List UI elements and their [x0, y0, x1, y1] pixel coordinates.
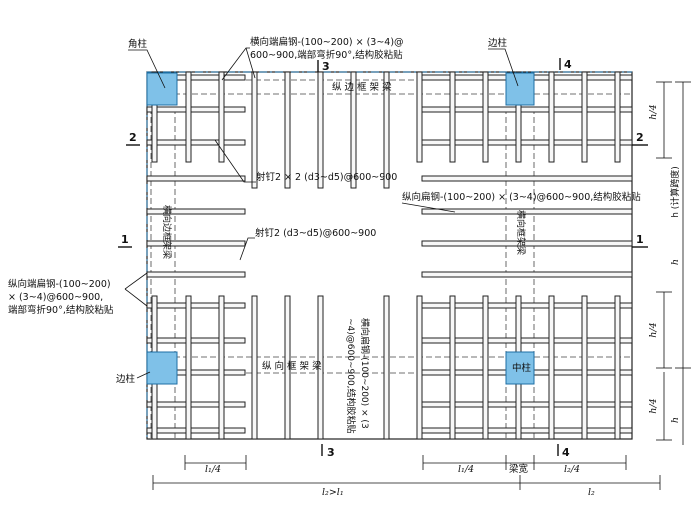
strip — [146, 401, 246, 408]
strip — [614, 71, 621, 163]
dim-h4-mid: h/4 — [648, 322, 659, 337]
strip — [416, 71, 423, 163]
transverse-steel-text-1: 横向扁钢-(100~200) × (3 — [359, 318, 371, 429]
edge-column-left-label: 边柱 — [116, 373, 136, 385]
bottom-dimensions: l₁/4 l₁/4 梁宽 l₂/4 l₂>l₁ l₂ — [152, 455, 661, 498]
edge-column-top-label: 边柱 — [488, 37, 508, 49]
strip — [317, 71, 324, 189]
strip — [350, 71, 357, 189]
middle-column-label: 中柱 — [512, 362, 532, 374]
nail-top-text: 射钉2 × 2 (d3~d5)@600~900 — [256, 171, 397, 183]
transverse-end-steel-text-1: 横向端扁钢-(100~200) × (3~4)@ — [250, 36, 404, 48]
dim-h4-top: h/4 — [648, 104, 659, 119]
strip — [482, 71, 489, 163]
dim-l2-4: l₂/4 — [564, 464, 580, 475]
section-2-right: 2 — [636, 131, 644, 144]
dim-h-span: h (计算跨度) — [669, 166, 681, 218]
long-edge-beam-label: 纵 边 框 架 梁 — [332, 81, 392, 93]
strip — [449, 295, 456, 440]
transverse-end-steel-text-2: 600~900,端部弯折90°,结构胶粘贴 — [250, 49, 403, 61]
strip — [581, 295, 588, 440]
strip — [421, 240, 633, 247]
dim-l2-gt-l1: l₂>l₁ — [322, 487, 344, 498]
longitudinal-end-steel-text-3: 端部弯折90°,结构胶粘贴 — [8, 304, 114, 316]
strip — [146, 139, 246, 146]
long-beam-label: 纵 向 框 架 梁 — [262, 360, 322, 372]
nail-mid-text: 射钉2 (d3~d5)@600~900 — [255, 227, 376, 239]
nail-mid-leader — [239, 237, 255, 261]
strip — [185, 295, 192, 440]
transverse-steel-text-2: ~4)@600~900,结构胶粘贴 — [345, 318, 357, 434]
strip — [548, 71, 555, 163]
section-1-left: 1 — [121, 233, 129, 246]
longitudinal-end-steel-text-1: 纵向端扁钢-(100~200) — [8, 278, 111, 290]
section-3-top: 3 — [322, 60, 330, 73]
strip — [482, 295, 489, 440]
strip — [416, 295, 423, 440]
dim-beam-width: 梁宽 — [509, 463, 529, 475]
longitudinal-steel-leader — [401, 202, 456, 213]
strip — [146, 240, 246, 247]
trans-edge-beam-label: 横向边框架梁 — [161, 205, 173, 259]
longitudinal-end-steel-leader-2 — [124, 288, 148, 307]
longitudinal-end-steel-text-2: × (3~4)@600~900, — [8, 292, 103, 303]
dim-h-bottom: h — [670, 417, 681, 423]
strip — [146, 427, 246, 434]
corner-column — [146, 72, 178, 106]
edge-column-left-leader — [136, 371, 151, 379]
section-2-left: 2 — [129, 131, 137, 144]
strip — [146, 271, 246, 278]
strip — [614, 295, 621, 440]
longitudinal-steel-text: 纵向扁钢-(100~200) × (3~4)@600~900,结构胶粘贴 — [402, 191, 641, 203]
section-1-right: 1 — [636, 233, 644, 246]
strip — [284, 71, 291, 189]
strip — [185, 71, 192, 163]
transverse-end-steel-leader-2 — [245, 47, 256, 79]
strip — [548, 295, 555, 440]
strip — [515, 71, 522, 163]
strip — [146, 106, 246, 113]
section-4-bottom: 4 — [562, 446, 570, 459]
trans-beam-label: 横向框架梁 — [515, 210, 527, 255]
strip — [421, 271, 633, 278]
right-dimensions: h/4 h/4 h/4 h (计算跨度) h h — [648, 81, 691, 445]
edge-column-top-leader — [488, 48, 519, 87]
strip — [317, 295, 324, 440]
strip — [421, 208, 633, 215]
section-4-top: 4 — [564, 58, 572, 71]
dim-l1-4-left: l₁/4 — [205, 464, 221, 475]
strip — [383, 295, 390, 440]
strip — [581, 71, 588, 163]
nail-top-leader — [214, 139, 256, 183]
transverse-strips — [151, 71, 621, 440]
strip — [383, 71, 390, 189]
strip — [218, 71, 225, 163]
edge-column-top — [505, 72, 535, 106]
strip — [421, 175, 633, 182]
strip — [284, 295, 291, 440]
strip — [218, 295, 225, 440]
dim-l1-4-right: l₁/4 — [458, 464, 474, 475]
dim-h: h — [670, 259, 681, 265]
strip — [449, 71, 456, 163]
strip — [146, 208, 246, 215]
corner-column-label: 角柱 — [128, 38, 148, 50]
longitudinal-end-steel-leader — [124, 272, 148, 290]
strip — [146, 302, 246, 309]
strip — [151, 71, 158, 163]
section-3-bottom: 3 — [327, 446, 335, 459]
middle-column — [505, 351, 535, 385]
strip — [251, 71, 258, 189]
edge-column-left — [146, 351, 178, 385]
corner-column-leader — [128, 49, 166, 89]
strip — [146, 337, 246, 344]
strip — [146, 175, 246, 182]
dim-h4-bottom: h/4 — [648, 398, 659, 413]
dim-l2: l₂ — [588, 487, 595, 498]
strip — [251, 295, 258, 440]
